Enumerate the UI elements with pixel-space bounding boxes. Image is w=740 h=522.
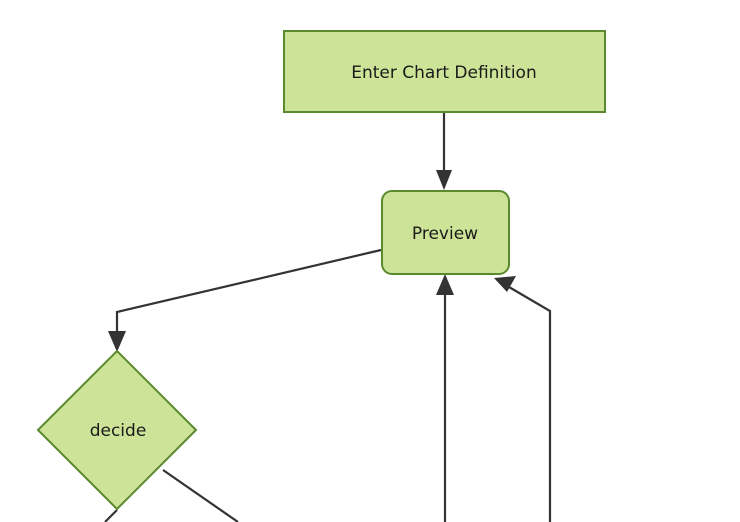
- node-layer: Enter Chart Definition Preview decide: [36, 30, 606, 511]
- arrowhead-icon: [108, 331, 126, 352]
- edge-line: [104, 509, 118, 522]
- arrowhead-icon: [494, 276, 516, 292]
- edge-decide-branch-left[interactable]: [104, 509, 118, 522]
- node-rect: [283, 30, 606, 113]
- node-preview[interactable]: Preview: [381, 190, 510, 275]
- node-decide[interactable]: decide: [36, 349, 198, 511]
- edge-decide-branch-right[interactable]: [162, 469, 239, 522]
- edge-line: [508, 286, 552, 522]
- arrowhead-icon: [436, 170, 452, 190]
- node-enter-chart-definition[interactable]: Enter Chart Definition: [283, 30, 606, 113]
- node-rounded-rect: [381, 190, 510, 275]
- arrowhead-icon: [436, 274, 454, 295]
- edge-return-right-to-preview[interactable]: [494, 276, 552, 522]
- edge-layer: [104, 113, 552, 522]
- edge-enter-to-preview[interactable]: [436, 113, 452, 190]
- edge-line: [115, 248, 382, 334]
- edge-return-center-to-preview[interactable]: [436, 274, 454, 522]
- edge-preview-to-decide[interactable]: [108, 248, 382, 352]
- edge-line: [162, 469, 239, 522]
- node-diamond: [36, 349, 198, 511]
